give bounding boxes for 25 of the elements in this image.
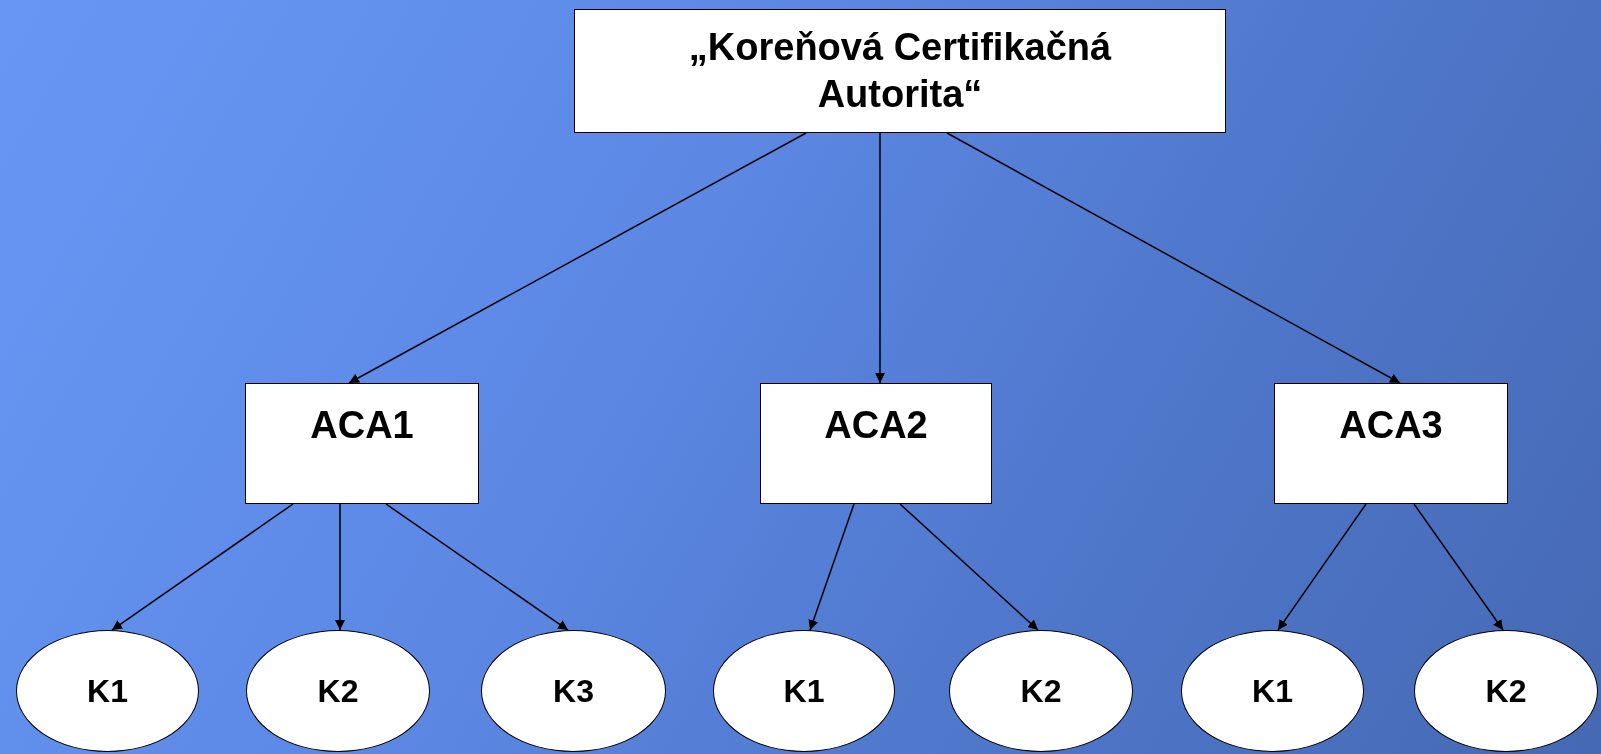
arrow: [875, 132, 885, 384]
box-node: [760, 383, 992, 504]
node-label: „Koreňová Certifikačná Autorita“: [687, 24, 1113, 117]
box-node: [574, 9, 1226, 133]
arrow: [348, 132, 807, 384]
node-label: ACA3: [1339, 402, 1443, 448]
box-node: [1274, 383, 1508, 504]
node-label: ACA1: [310, 402, 414, 448]
node-label: K2: [317, 672, 359, 711]
node-label: ACA2: [824, 402, 928, 448]
arrow: [946, 132, 1401, 384]
arrow: [335, 503, 345, 631]
node-label: K1: [87, 672, 128, 711]
node-label: K1: [1252, 672, 1293, 711]
node-label: K1: [783, 672, 825, 711]
arrow: [899, 503, 1039, 631]
arrow: [808, 503, 855, 631]
node-label: K2: [1020, 672, 1062, 711]
arrow: [1277, 503, 1367, 631]
arrow: [385, 503, 569, 631]
node-label: K3: [553, 672, 594, 711]
arrow: [1413, 503, 1504, 631]
node-label: K2: [1485, 672, 1527, 711]
arrow: [111, 503, 294, 631]
box-node: [245, 383, 479, 504]
